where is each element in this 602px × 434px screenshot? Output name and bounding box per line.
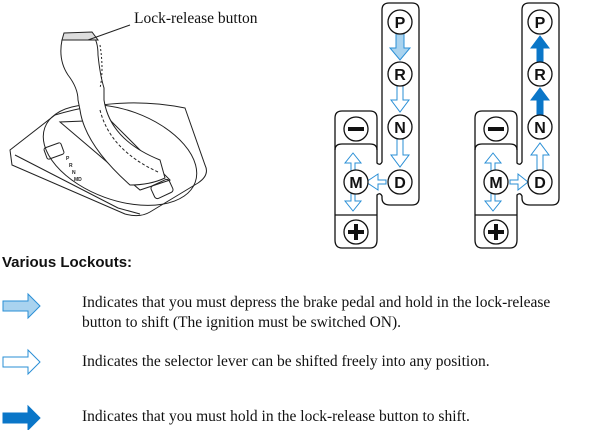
outline-arrow-icon xyxy=(2,348,41,376)
legend-text-line: Indicates the selector lever can be shif… xyxy=(82,353,490,370)
svg-text:MD: MD xyxy=(74,177,82,183)
svg-text:M: M xyxy=(489,175,502,192)
svg-text:R: R xyxy=(394,67,406,84)
svg-text:R: R xyxy=(534,67,546,84)
svg-text:P: P xyxy=(66,156,70,162)
light-blue-arrow-icon xyxy=(2,292,41,320)
solid-blue-arrow-icon xyxy=(2,404,41,430)
svg-text:N: N xyxy=(72,170,76,176)
legend-text-line: Indicates that you must depress the brak… xyxy=(82,294,551,311)
legend-item-brake: Indicates that you must depress the brak… xyxy=(82,293,602,333)
lockouts-heading: Various Lockouts: xyxy=(2,254,133,271)
svg-text:D: D xyxy=(534,175,546,192)
lock-release-callout: Lock-release button xyxy=(134,10,258,27)
shift-diagram-up: P R N D M xyxy=(474,2,560,249)
svg-text:M: M xyxy=(349,175,362,192)
svg-text:N: N xyxy=(534,120,546,137)
svg-text:P: P xyxy=(395,15,406,32)
svg-text:P: P xyxy=(535,15,546,32)
svg-text:N: N xyxy=(394,120,406,137)
legend-text-line: button to shift (The ignition must be sw… xyxy=(82,314,402,331)
svg-text:R: R xyxy=(69,163,73,169)
legend-icons xyxy=(2,292,41,430)
svg-text:D: D xyxy=(394,175,406,192)
legend-item-lock-release: Indicates that you must hold in the lock… xyxy=(82,407,602,427)
legend-item-free: Indicates the selector lever can be shif… xyxy=(82,352,602,372)
shift-diagram-down: P R N D M xyxy=(334,2,420,249)
legend-text-line: Indicates that you must hold in the lock… xyxy=(82,408,470,425)
